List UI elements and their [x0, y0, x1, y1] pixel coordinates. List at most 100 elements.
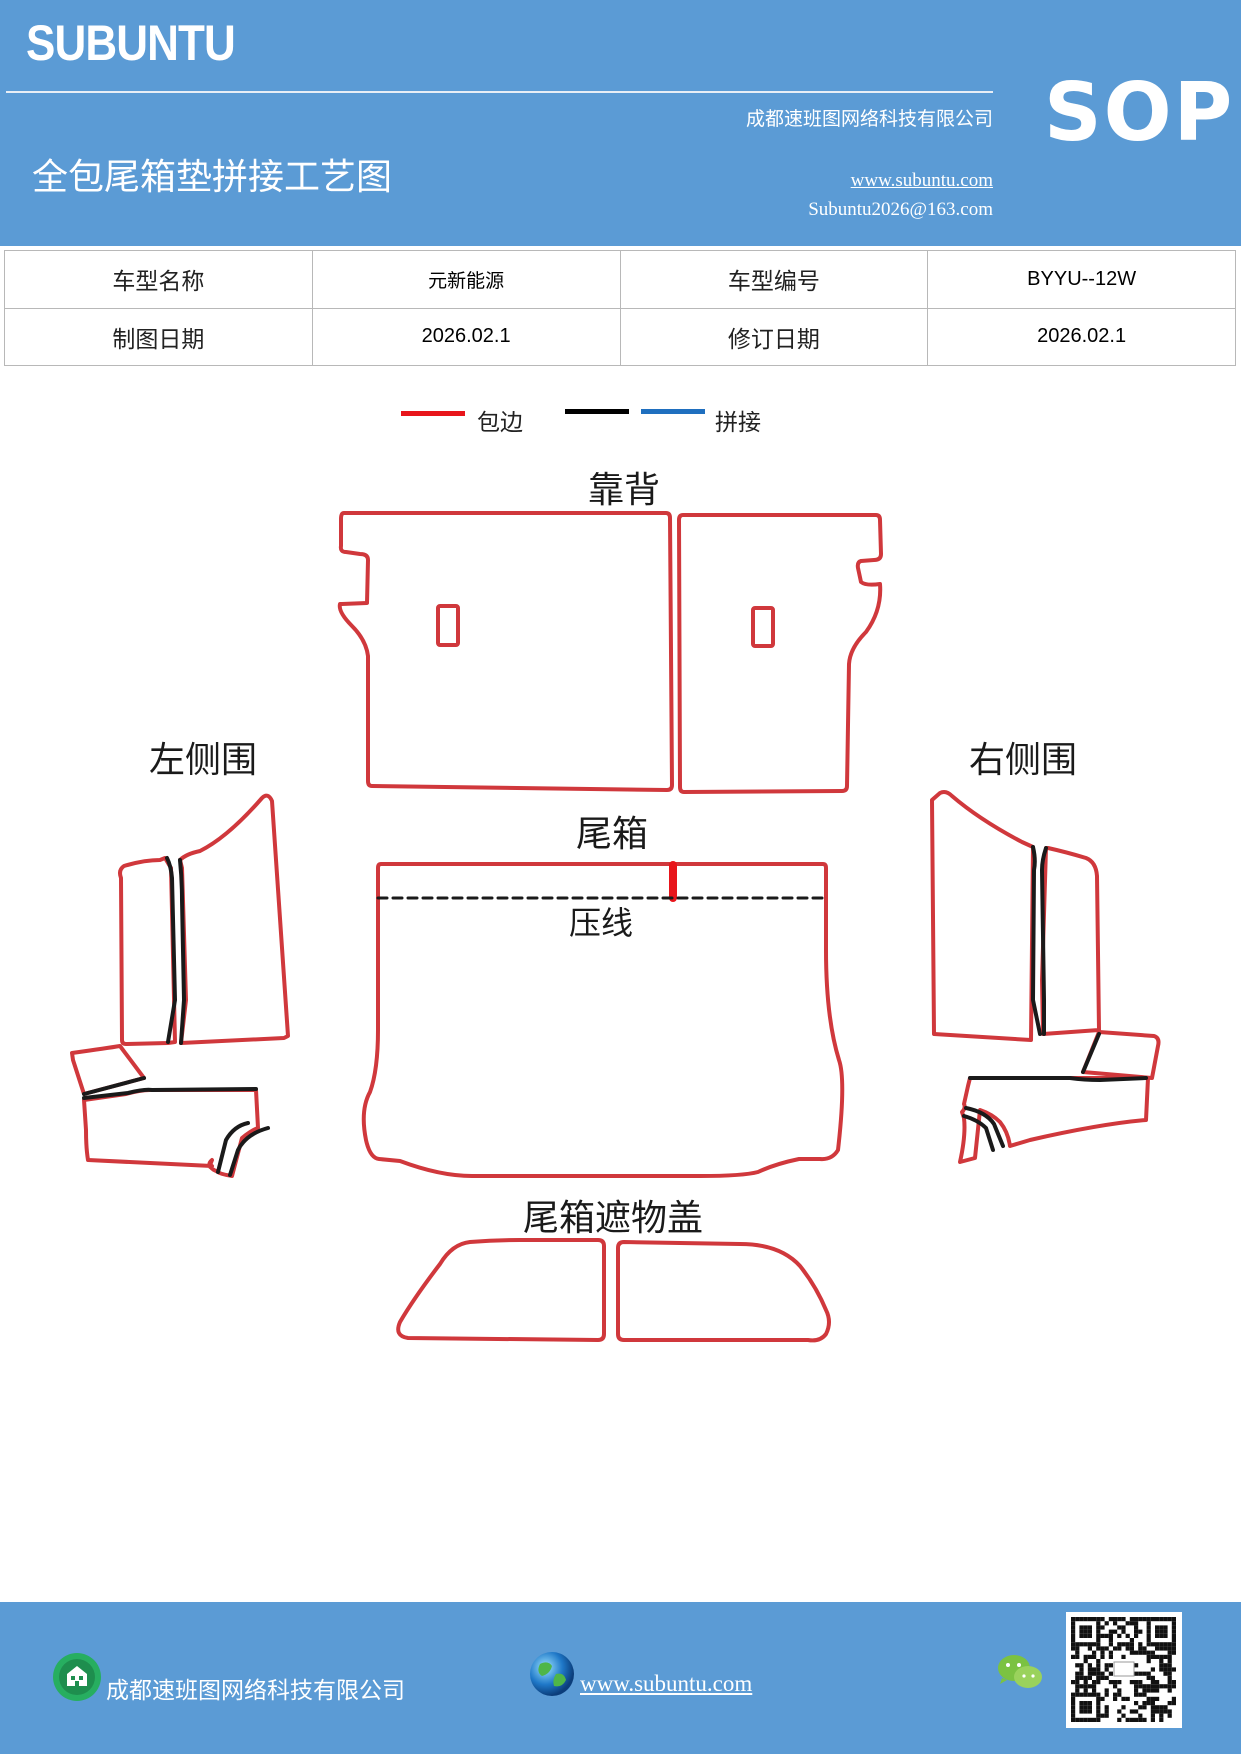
qr-module [1096, 1692, 1101, 1697]
right-side-upper-inner [1040, 846, 1101, 1036]
backrest-left-panel [337, 511, 674, 792]
qr-module [1092, 1688, 1097, 1693]
qr-module [1163, 1667, 1168, 1672]
qr-module [1096, 1680, 1101, 1685]
qr-module [1155, 1709, 1160, 1714]
qr-module [1079, 1692, 1084, 1697]
qr-module [1155, 1680, 1160, 1685]
qr-module [1113, 1684, 1118, 1689]
qr-module [1121, 1642, 1126, 1647]
qr-module [1159, 1654, 1164, 1659]
qr-module [1096, 1696, 1101, 1701]
table-cell-value: 元新能源 [311, 250, 621, 309]
qr-module [1117, 1617, 1122, 1622]
qr-module [1096, 1659, 1101, 1664]
table-cell-value: BYYU--12W [927, 250, 1236, 309]
qr-module [1113, 1617, 1118, 1622]
qr-module [1150, 1680, 1155, 1685]
header-banner: SUBUNTU 成都速班图网络科技有限公司 全包尾箱垫拼接工艺图 www.sub… [0, 0, 1241, 246]
qr-module [1117, 1680, 1122, 1685]
qr-module [1100, 1671, 1105, 1676]
qr-module [1083, 1659, 1088, 1664]
qr-module [1096, 1617, 1101, 1622]
page-title: 全包尾箱垫拼接工艺图 [32, 157, 393, 198]
qr-module [1075, 1684, 1080, 1689]
qr-module [1083, 1701, 1088, 1706]
qr-module [1079, 1671, 1084, 1676]
qr-module [1071, 1646, 1076, 1651]
qr-module [1087, 1629, 1092, 1634]
qr-module [1150, 1667, 1155, 1672]
wechat-icon[interactable] [996, 1652, 1044, 1692]
qr-module [1134, 1701, 1139, 1706]
email-address: Subuntu2026@163.com [808, 199, 993, 220]
qr-module [1079, 1684, 1084, 1689]
backrest-right-panel [677, 513, 883, 794]
qr-module [1121, 1713, 1126, 1718]
qr-module [1083, 1705, 1088, 1710]
qr-module [1075, 1654, 1080, 1659]
qr-module [1163, 1625, 1168, 1630]
qr-module [1083, 1709, 1088, 1714]
qr-module [1092, 1684, 1097, 1689]
qr-module [1087, 1684, 1092, 1689]
qr-center-logo [1113, 1661, 1135, 1677]
footer-company-name: 成都速班图网络科技有限公司 [106, 1678, 405, 1704]
qr-module [1096, 1675, 1101, 1680]
footer-website-link[interactable]: www.subuntu.com [580, 1671, 753, 1696]
qr-module [1134, 1621, 1139, 1626]
qr-module [1087, 1625, 1092, 1630]
qr-module [1092, 1671, 1097, 1676]
qr-module [1108, 1650, 1113, 1655]
qr-module [1079, 1701, 1084, 1706]
qr-module [1134, 1663, 1139, 1668]
left-side-label: 左侧围 [149, 740, 257, 781]
qr-module [1138, 1650, 1143, 1655]
qr-module [1134, 1633, 1139, 1638]
qr-module [1138, 1713, 1143, 1718]
qr-module [1129, 1638, 1134, 1643]
qr-module [1167, 1654, 1172, 1659]
qr-module [1159, 1705, 1164, 1710]
qr-module [1163, 1617, 1168, 1622]
qr-module [1083, 1654, 1088, 1659]
table-row: 车型名称 元新能源 车型编号 BYYU--12W [4, 250, 1236, 309]
qr-module [1083, 1688, 1088, 1693]
qr-module [1079, 1625, 1084, 1630]
qr-module [1083, 1680, 1088, 1685]
qr-module [1155, 1646, 1160, 1651]
qr-module [1092, 1717, 1097, 1722]
qr-module [1096, 1663, 1101, 1668]
qr-module [1121, 1617, 1126, 1622]
qr-module [1096, 1713, 1101, 1718]
qr-module [1096, 1709, 1101, 1714]
backrest-label: 靠背 [588, 470, 660, 511]
qr-module [1079, 1629, 1084, 1634]
qr-module [1104, 1709, 1109, 1714]
qr-module [1171, 1701, 1176, 1706]
qr-module [1171, 1684, 1176, 1689]
qr-module [1104, 1621, 1109, 1626]
right-side-seam [1031, 845, 1048, 1036]
cover-right-panel [616, 1240, 831, 1343]
qr-module [1083, 1625, 1088, 1630]
qr-module [1146, 1638, 1151, 1643]
qr-module [1096, 1646, 1101, 1651]
globe-icon [530, 1652, 574, 1696]
qr-module [1096, 1629, 1101, 1634]
qr-module [1146, 1625, 1151, 1630]
qr-module [1134, 1717, 1139, 1722]
qr-module [1155, 1654, 1160, 1659]
qr-module [1075, 1675, 1080, 1680]
qr-module [1075, 1692, 1080, 1697]
qr-module [1142, 1692, 1147, 1697]
qr-module [1108, 1671, 1113, 1676]
qr-module [1079, 1663, 1084, 1668]
qr-module [1142, 1646, 1147, 1651]
qr-module [1146, 1696, 1151, 1701]
qr-module [1167, 1617, 1172, 1622]
website-link[interactable]: www.subuntu.com [850, 170, 993, 191]
qr-module [1079, 1667, 1084, 1672]
cover-label: 尾箱遮物盖 [523, 1198, 703, 1239]
qr-module [1096, 1625, 1101, 1630]
